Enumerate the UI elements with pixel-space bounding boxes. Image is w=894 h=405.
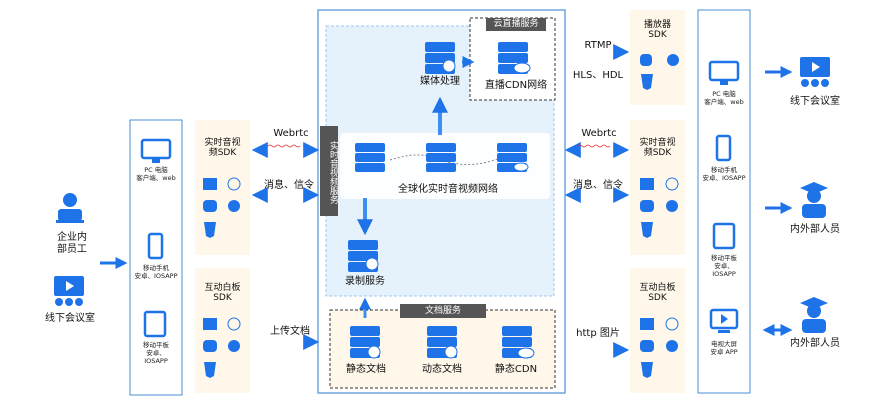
left-client-pc-label: PC 电脑 客户端、web xyxy=(136,166,176,183)
server-icon-media xyxy=(425,42,456,74)
server-icon-net-2 xyxy=(426,143,456,172)
left-client-tablet-label: 移动平板 安卓、 IOSAPP xyxy=(143,341,169,366)
server-icon-static-cdn xyxy=(502,326,535,359)
doc-service-tag: 文档服务 xyxy=(400,304,486,318)
person-graduate-icon-2 xyxy=(800,297,828,333)
person-graduate-icon-1 xyxy=(800,182,828,218)
left-rtc-sdk-label: 实时音视 频SDK xyxy=(204,138,241,159)
left-wb-platform-icons xyxy=(203,317,241,378)
right-wb-platform-icons xyxy=(640,317,679,378)
left-wb-sdk-bg xyxy=(195,268,250,393)
server-icon-record xyxy=(348,240,379,272)
label-right-msg: 消息、信令 xyxy=(573,180,623,191)
server-icon-net-3 xyxy=(497,143,529,172)
server-icon-live-cdn xyxy=(498,42,531,74)
left-rtc-platform-icons xyxy=(203,177,241,238)
label-media: 媒体处理 xyxy=(420,76,460,87)
label-global-network: 全球化实时音视频网络 xyxy=(398,184,498,195)
label-static-doc: 静态文档 xyxy=(346,364,386,375)
right-wb-sdk-label: 互动白板 SDK xyxy=(639,283,676,304)
cloud-live-tag: 云直播服务 xyxy=(486,18,546,31)
staff-person-icon xyxy=(56,193,84,223)
label-left-offline-room: 线下会议室 xyxy=(45,313,95,324)
left-meeting-room-icon xyxy=(54,276,84,306)
right-tv-icon xyxy=(709,308,739,333)
right-player-sdk-label: 播放器 SDK xyxy=(643,20,671,41)
right-pc-icon xyxy=(708,60,740,85)
right-client-pc-label: PC 电脑 客户端、web xyxy=(704,90,744,107)
label-right-webrtc: Webrtc xyxy=(581,128,617,139)
label-people-2: 内外部人员 xyxy=(790,338,840,349)
left-phone-icon xyxy=(147,232,164,260)
right-rtc-platform-icons xyxy=(640,177,679,238)
right-meeting-room-icon xyxy=(800,57,830,87)
server-icon-net-1 xyxy=(355,143,385,172)
server-icon-static-doc xyxy=(350,326,381,359)
right-client-tv-label: 电视大屏 安卓 APP xyxy=(710,340,738,357)
label-http: http 图片 xyxy=(576,328,620,339)
right-tablet-icon xyxy=(712,222,736,250)
right-phone-icon xyxy=(715,134,732,162)
label-dynamic-doc: 动态文档 xyxy=(422,364,462,375)
network-links xyxy=(389,154,501,165)
squiggle-left xyxy=(267,144,301,148)
label-left-msg: 消息、信令 xyxy=(264,180,314,191)
left-client-phone-label: 移动手机 安卓、IOSAPP xyxy=(134,264,178,281)
rtc-service-tag: 实时音视频服务 xyxy=(320,126,338,216)
label-live-cdn: 直播CDN网络 xyxy=(484,80,548,91)
right-client-tablet-label: 移动平板 安卓、 IOSAPP xyxy=(711,254,737,279)
right-wb-sdk-bg xyxy=(630,268,685,393)
right-rtc-sdk-label: 实时音视 频SDK xyxy=(639,138,676,159)
label-internal-staff: 企业内 部员工 xyxy=(57,232,87,255)
label-rtmp: RTMP xyxy=(584,40,612,51)
label-upload: 上传文档 xyxy=(270,326,310,337)
left-tablet-icon xyxy=(143,310,167,338)
label-hls: HLS、HDL xyxy=(572,70,624,81)
right-rtc-sdk-bg xyxy=(630,120,685,255)
label-record: 录制服务 xyxy=(345,276,385,287)
left-pc-icon xyxy=(140,138,172,163)
label-people-1: 内外部人员 xyxy=(790,224,840,235)
right-player-platform-icons xyxy=(640,54,679,90)
right-client-phone-label: 移动手机 安卓、IOSAPP xyxy=(702,166,746,183)
label-right-offline-room: 线下会议室 xyxy=(790,96,840,107)
server-icon-dynamic-doc xyxy=(427,326,458,359)
label-static-cdn: 静态CDN xyxy=(494,364,538,375)
label-left-webrtc: Webrtc xyxy=(273,128,309,139)
squiggle-right xyxy=(577,144,611,148)
left-wb-sdk-label: 互动白板 SDK xyxy=(204,283,241,304)
